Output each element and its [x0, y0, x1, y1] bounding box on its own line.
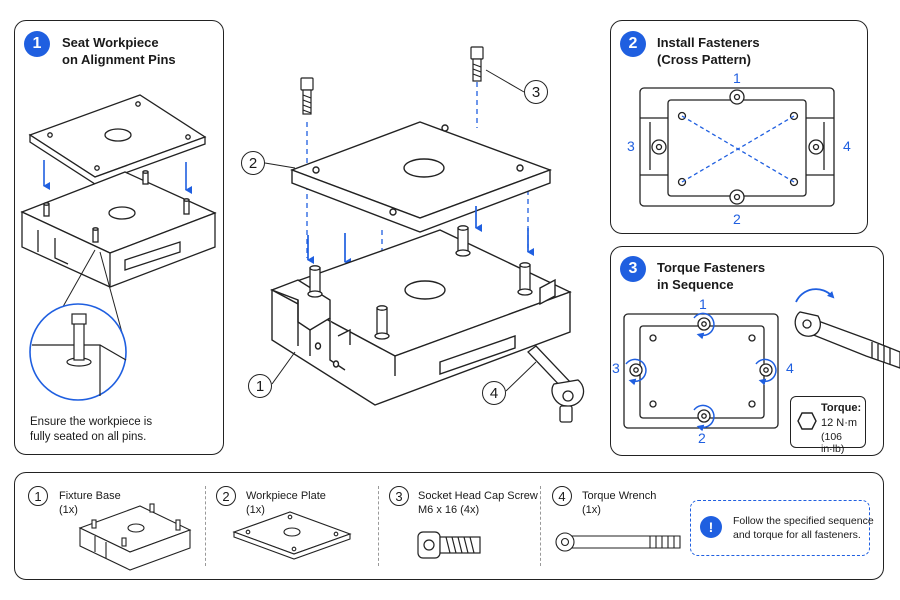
part-2-number: 2 — [216, 486, 236, 506]
step3-rotation-arrows — [625, 312, 777, 432]
part-4-name: Torque Wrench — [582, 490, 657, 502]
step2-screws — [651, 89, 824, 205]
part-4-icon-torque-wrench — [555, 532, 681, 552]
main-screw-left — [300, 77, 314, 115]
part-2-name: Workpiece Plate — [246, 490, 326, 502]
step1-fixture-base — [20, 170, 217, 288]
part-3-icon-cap-screw — [417, 531, 481, 559]
step1-detail-view — [29, 249, 127, 401]
step2-badge: 2 — [620, 31, 646, 57]
torque-imperial: (106 in·lb) — [821, 431, 845, 455]
step3-order-bottom: 2 — [698, 430, 706, 446]
step2-plate-topview — [639, 87, 835, 207]
part-1-name: Fixture Base — [59, 490, 121, 502]
callout-base: 1 — [248, 374, 272, 398]
hex-icon — [797, 412, 817, 430]
part-1-icon-fixture-base — [78, 503, 192, 571]
callout-wrench: 4 — [482, 381, 506, 405]
step3-badge: 3 — [620, 256, 646, 282]
part-2-icon-workpiece-plate — [232, 511, 352, 560]
step1-title: Seat Workpiece on Alignment Pins — [62, 34, 176, 68]
callout-screw: 3 — [524, 80, 548, 104]
torque-value: 12 N·m — [821, 417, 858, 429]
step2-order-right: 4 — [843, 138, 851, 154]
step3-screws — [629, 317, 773, 423]
step3-torque-wrench — [794, 311, 900, 369]
step1-title-line1: Seat Workpiece — [62, 35, 159, 50]
part-3-name: Socket Head Cap Screw — [418, 490, 538, 502]
info-note: Follow the specified sequence and torque… — [733, 514, 874, 542]
part-1-number: 1 — [28, 486, 48, 506]
step2-order-top: 1 — [733, 70, 741, 86]
callout-plate: 2 — [241, 151, 265, 175]
step2-title: Install Fasteners (Cross Pattern) — [657, 34, 760, 68]
main-leader-lines — [264, 69, 537, 392]
step1-note-line1: Ensure the workpiece is — [30, 416, 153, 428]
parts-divider-2 — [378, 486, 379, 566]
part-4-number: 4 — [552, 486, 572, 506]
step3-order-top: 1 — [699, 296, 707, 312]
parts-divider-1 — [205, 486, 206, 566]
step3-plate-topview — [623, 313, 779, 429]
torque-label: Torque: — [821, 402, 862, 414]
main-workpiece-plate — [290, 121, 553, 233]
main-fixture-base — [270, 229, 572, 406]
part-1-qty: (1x) — [59, 504, 78, 516]
step3-title: Torque Fasteners in Sequence — [657, 259, 765, 293]
parts-divider-3 — [540, 486, 541, 566]
step3-order-right: 4 — [786, 360, 794, 376]
step3-title-line1: Torque Fasteners — [657, 260, 766, 275]
step3-title-line2: in Sequence — [657, 277, 734, 292]
step3-order-left: 3 — [612, 360, 620, 376]
step1-workpiece-plate — [28, 94, 207, 185]
step1-badge: 1 — [24, 31, 50, 57]
step1-note: Ensure the workpiece is fully seated on … — [30, 415, 152, 445]
step2-order-left: 3 — [627, 138, 635, 154]
part-3-spec: M6 x 16 (4x) — [418, 504, 480, 516]
part-3-number: 3 — [389, 486, 409, 506]
info-note-box — [690, 500, 870, 556]
main-screw-right — [470, 46, 484, 82]
step2-title-line1: Install Fasteners — [657, 35, 760, 50]
info-note-line2: and torque for all fasteners. — [733, 529, 861, 541]
step3-wrench-rotation-arrow — [795, 288, 835, 303]
main-pins — [307, 225, 533, 340]
main-torque-wrench — [527, 345, 585, 423]
part-2-qty: (1x) — [246, 504, 265, 516]
info-note-line1: Follow the specified sequence — [733, 515, 874, 527]
step2-title-line2: (Cross Pattern) — [657, 52, 751, 67]
step1-title-line2: on Alignment Pins — [62, 52, 176, 67]
step1-note-line2: fully seated on all pins. — [30, 431, 147, 443]
part-4-qty: (1x) — [582, 504, 601, 516]
info-icon: ! — [700, 516, 722, 538]
step2-cross-pattern — [681, 115, 795, 183]
torque-spec-box: Torque: 12 N·m (106 in·lb) — [790, 396, 866, 455]
step2-order-bottom: 2 — [733, 211, 741, 227]
